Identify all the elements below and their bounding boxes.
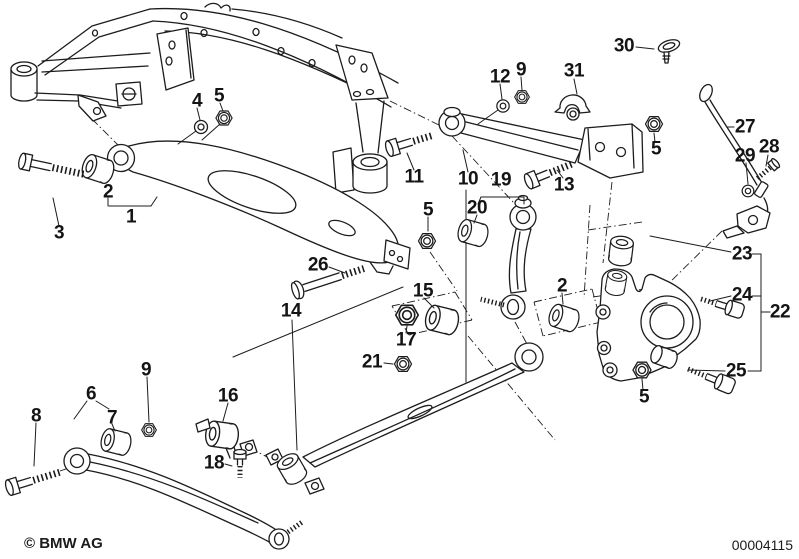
part-callout-23: 23 <box>731 243 753 265</box>
part-callout-21: 21 <box>361 351 383 373</box>
bolt-3 <box>18 152 85 178</box>
lower-link-stud <box>286 520 304 535</box>
wheel-carrier <box>595 268 701 382</box>
washer-12 <box>496 99 510 113</box>
part-callout-13: 13 <box>553 174 575 196</box>
nut-9-top <box>514 90 530 104</box>
part-callout-14: 14 <box>280 300 302 322</box>
nut-17 <box>394 304 420 326</box>
part-callout-25: 25 <box>725 360 747 382</box>
part-callout-18: 18 <box>203 452 225 474</box>
bolt-18 <box>233 448 247 478</box>
bushing-15 <box>422 303 462 337</box>
part-callout-11: 11 <box>404 166 424 188</box>
washer-29 <box>741 184 755 198</box>
part-callout-2: 2 <box>102 181 114 203</box>
diagram-number: 00004115 <box>731 537 793 553</box>
part-callout-5: 5 <box>638 386 650 408</box>
guide-link-stud <box>480 296 505 308</box>
washer-4 <box>193 119 209 135</box>
part-callout-17: 17 <box>395 329 417 351</box>
bolt-24 <box>700 296 745 319</box>
nut-9-left <box>141 423 157 437</box>
bolt-8 <box>4 468 62 496</box>
part-callout-30: 30 <box>613 35 635 57</box>
part-callout-10: 10 <box>457 168 479 190</box>
subframe <box>10 2 399 194</box>
part-callout-3: 3 <box>53 222 65 244</box>
part-callout-24: 24 <box>731 284 753 306</box>
part-callout-27: 27 <box>734 116 756 138</box>
lower-control-arm <box>106 140 411 275</box>
bushing-carrier-upper <box>607 234 635 268</box>
part-callout-15: 15 <box>412 280 434 302</box>
part-callout-9: 9 <box>515 59 527 81</box>
part-callout-29: 29 <box>734 145 756 167</box>
part-callout-12: 12 <box>489 66 511 88</box>
screw-28 <box>755 158 781 181</box>
part-callout-9: 9 <box>140 359 152 381</box>
bushing-20 <box>455 217 491 249</box>
bolt-26 <box>290 265 365 300</box>
part-callout-31: 31 <box>563 60 585 82</box>
part-callout-6: 6 <box>85 383 97 405</box>
part-callout-1: 1 <box>125 206 137 228</box>
bolt-25 <box>687 366 736 395</box>
upper-transverse-arm <box>438 106 644 179</box>
guide-link <box>500 194 537 320</box>
part-callout-4: 4 <box>191 90 203 112</box>
trailing-arm <box>265 342 544 495</box>
nut-5-carrier <box>632 361 652 379</box>
part-callout-5: 5 <box>650 138 662 160</box>
part-callout-7: 7 <box>106 407 118 429</box>
clamp-31 <box>554 94 591 121</box>
bolt-11 <box>384 131 435 157</box>
bolt-13 <box>523 160 575 190</box>
bushing-7 <box>98 426 134 458</box>
part-callout-26: 26 <box>307 254 329 276</box>
abs-sensor-cable <box>699 83 771 239</box>
nut-5-mid <box>417 232 437 250</box>
hub-bore <box>640 295 694 349</box>
leader-lines <box>33 46 771 467</box>
part-callout-20: 20 <box>466 197 488 219</box>
clip-30 <box>657 39 681 64</box>
part-callout-19: 19 <box>490 169 512 191</box>
part-callout-8: 8 <box>30 405 42 427</box>
part-callout-16: 16 <box>217 385 239 407</box>
bushing-2-center <box>545 301 583 335</box>
part-callout-28: 28 <box>758 136 780 158</box>
nut-21 <box>393 355 413 373</box>
washer-12-pointer <box>477 109 499 125</box>
bushing-carrier-lower <box>603 268 629 298</box>
nut-5-bracket <box>644 115 664 133</box>
copyright-text: © BMW AG <box>24 535 103 552</box>
part-callout-5: 5 <box>213 85 225 107</box>
lower-link-arm <box>63 447 290 550</box>
nut-5-top-left <box>215 110 233 126</box>
part-callout-22: 22 <box>769 301 791 323</box>
part-callout-2: 2 <box>556 275 568 297</box>
part-callout-5: 5 <box>422 199 434 221</box>
